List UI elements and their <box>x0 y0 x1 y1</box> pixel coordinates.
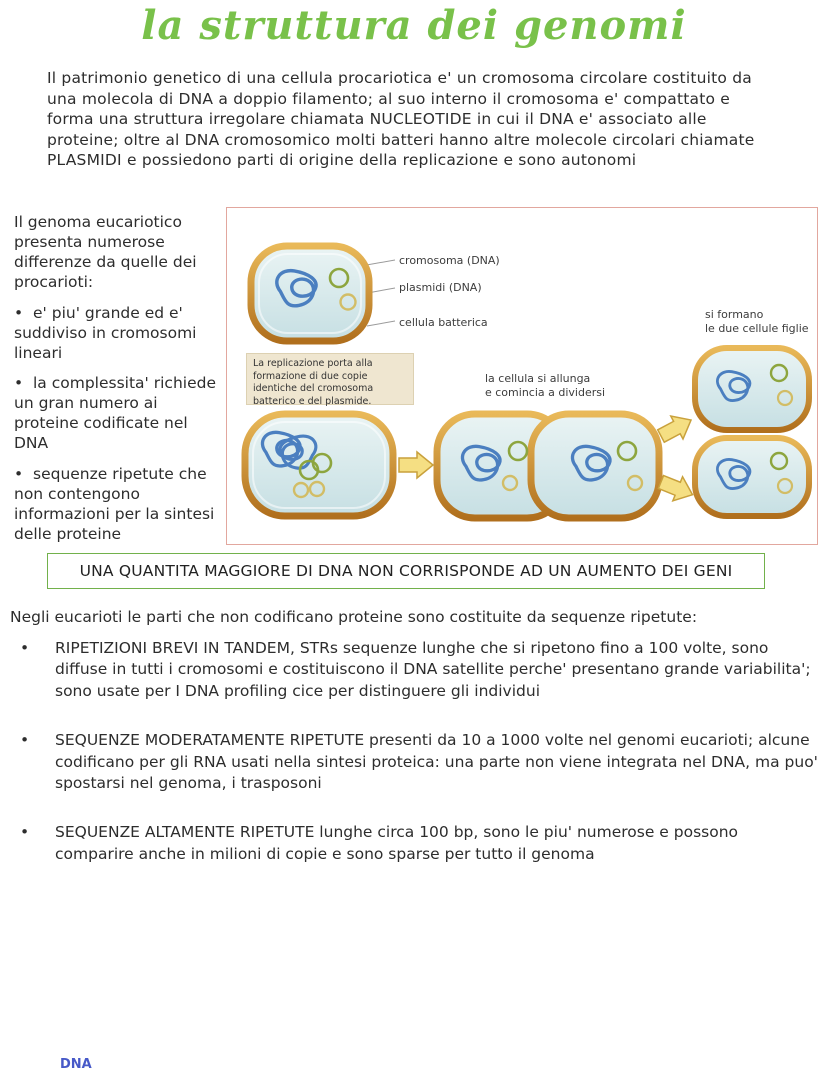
list-item-text: la complessita' richiede un gran numero … <box>14 373 216 453</box>
label-plasmids: plasmidi (DNA) <box>399 281 482 294</box>
replication-caption: La replicazione porta alla formazione di… <box>246 353 414 407</box>
list-item: la complessita' richiede un gran numero … <box>14 373 222 454</box>
label-chromosome: cromosoma (DNA) <box>399 254 500 267</box>
bacteria-replication-diagram: cromosoma (DNA) plasmidi (DNA) cellula b… <box>226 207 818 545</box>
clipped-footer-text: DNA <box>60 1057 92 1070</box>
label-daughter-cells: si formano le due cellule figlie <box>705 308 809 336</box>
sidebar-intro-text: Il genoma eucariotico presenta numerose … <box>14 213 197 292</box>
list-item: sequenze ripetute che non contengono inf… <box>14 464 222 545</box>
list-item: RIPETIZIONI BREVI IN TANDEM, STRs sequen… <box>18 638 818 702</box>
repeated-sequences-list: RIPETIZIONI BREVI IN TANDEM, STRs sequen… <box>18 638 818 893</box>
diagram-graphic <box>241 242 812 522</box>
list-item-text: e' piu' grande ed e' suddiviso in cromos… <box>14 303 197 362</box>
highlight-box: UNA QUANTITA MAGGIORE DI DNA NON CORRISP… <box>47 553 765 589</box>
list-item-text: RIPETIZIONI BREVI IN TANDEM, STRs sequen… <box>55 639 811 700</box>
eukaryote-notes: Il genoma eucariotico presenta numerose … <box>14 212 222 544</box>
lead-paragraph: Negli eucarioti le parti che non codific… <box>10 608 698 626</box>
label-elongation: la cellula si allunga e comincia a divid… <box>485 372 606 400</box>
list-item: e' piu' grande ed e' suddiviso in cromos… <box>14 303 222 363</box>
list-item: SEQUENZE ALTAMENTE RIPETUTE lunghe circa… <box>18 822 818 865</box>
list-item-text: sequenze ripetute che non contengono inf… <box>14 464 215 543</box>
list-item-text: SEQUENZE MODERATAMENTE RIPETUTE presenti… <box>55 731 818 792</box>
eukaryote-differences-list: e' piu' grande ed e' suddiviso in cromos… <box>14 303 222 545</box>
label-bacterial-cell: cellula batterica <box>399 316 488 329</box>
page-title: la struttura dei genomi <box>141 2 687 49</box>
intro-paragraph: Il patrimonio genetico di una cellula pr… <box>47 69 755 170</box>
list-item-text: SEQUENZE ALTAMENTE RIPETUTE lunghe circa… <box>55 823 739 863</box>
list-item: SEQUENZE MODERATAMENTE RIPETUTE presenti… <box>18 730 818 794</box>
